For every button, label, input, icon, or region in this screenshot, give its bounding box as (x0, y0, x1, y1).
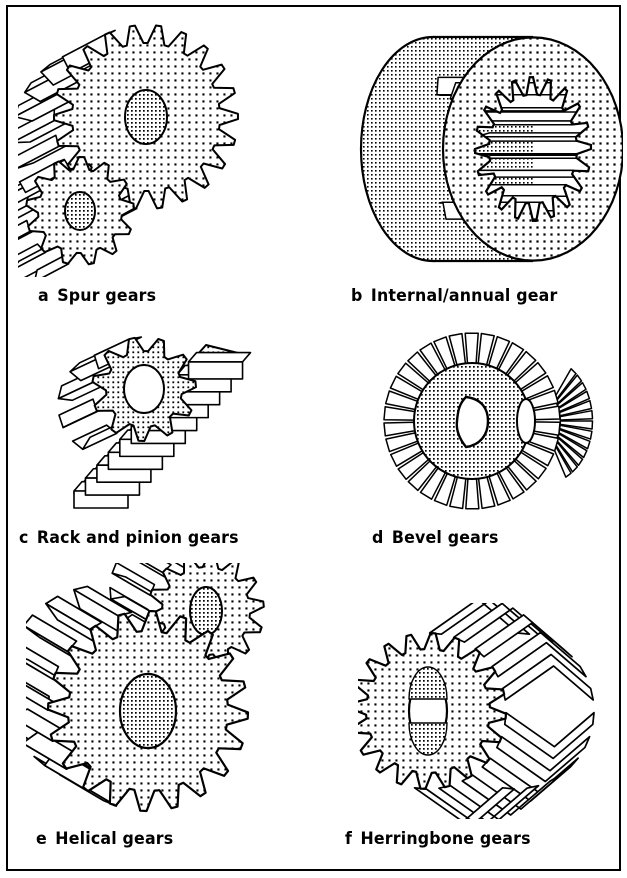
caption-index-a: a (38, 286, 49, 306)
mating-bevel-gear (551, 368, 594, 478)
bevel-hub (413, 362, 536, 480)
caption-helical-gears: e Helical gears (36, 829, 173, 849)
rack-and-pinion-drawing (57, 336, 252, 509)
herringbone-gear-body (358, 603, 595, 819)
spur-gears-illustration (18, 21, 248, 277)
caption-index-d: d (372, 528, 384, 548)
helical-gears-illustration (26, 563, 306, 819)
caption-spur-gears: a Spur gears (38, 286, 156, 306)
caption-text-f: Herringbone gears (360, 829, 531, 849)
caption-index-f: f (345, 829, 353, 849)
caption-text-c: Rack and pinion gears (36, 528, 239, 548)
pinion-gear (57, 336, 197, 451)
caption-bevel-gears: d Bevel gears (372, 528, 499, 548)
caption-text-e: Helical gears (55, 829, 174, 849)
caption-text-a: Spur gears (57, 286, 157, 306)
caption-rack-and-pinion: c Rack and pinion gears (19, 528, 239, 548)
caption-index-e: e (36, 829, 47, 849)
herringbone-gears-illustration (358, 603, 608, 819)
rack-and-pinion-illustration (56, 325, 296, 517)
caption-text-b: Internal/annual gear (370, 286, 558, 306)
small-spur-gear (18, 156, 135, 277)
caption-index-c: c (19, 528, 29, 548)
caption-index-b: b (351, 286, 363, 306)
figure-border: a Spur gears b Internal/annual gear c Rack … (6, 5, 623, 871)
caption-herringbone-gears: f Herringbone gears (345, 829, 531, 849)
internal-gear-drawing (359, 35, 623, 263)
helical-gears-drawing (26, 563, 265, 813)
herringbone-gear-drawing (358, 603, 595, 819)
internal-annular-gear-illustration (338, 21, 623, 277)
bevel-gears-drawing (383, 332, 594, 510)
caption-text-d: Bevel gears (391, 528, 499, 548)
large-helical-gear (26, 585, 250, 813)
bevel-gears-illustration (360, 325, 600, 517)
gear-front-face (441, 36, 623, 262)
caption-internal-gear: b Internal/annual gear (351, 286, 557, 306)
spur-gears-drawing (18, 24, 239, 277)
